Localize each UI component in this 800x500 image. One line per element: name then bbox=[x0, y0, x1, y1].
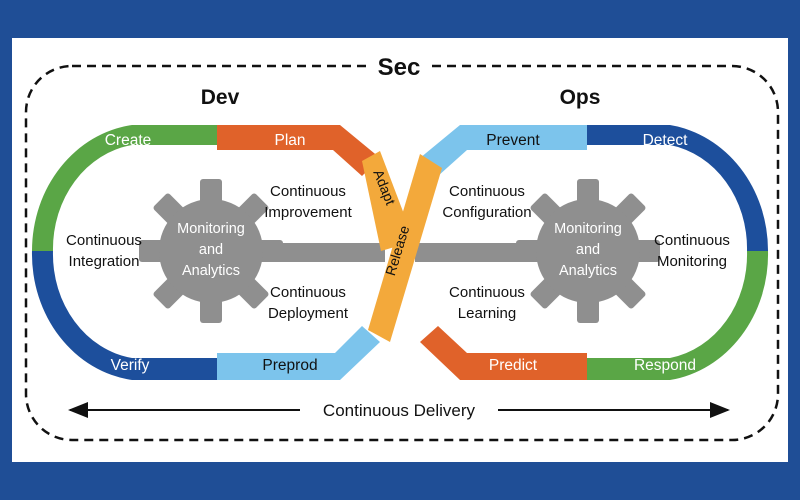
continuous-improvement-line1: Continuous bbox=[270, 183, 346, 200]
create-segment bbox=[31, 125, 218, 251]
continuous-deployment-line1: Continuous bbox=[270, 284, 346, 301]
right-gear-label-2: and bbox=[576, 242, 600, 258]
left-gear-label-1: Monitoring bbox=[177, 221, 245, 237]
left-gear-label-3: Analytics bbox=[182, 263, 240, 279]
plan-label: Plan bbox=[274, 132, 305, 149]
verify-segment bbox=[31, 251, 217, 380]
preprod-segment bbox=[217, 326, 380, 380]
continuous-configuration-line1: Continuous bbox=[449, 183, 525, 200]
adapt-band bbox=[362, 151, 407, 251]
continuous-improvement-line2: Improvement bbox=[264, 204, 352, 221]
continuous-configuration-line2: Configuration bbox=[442, 204, 531, 221]
dev-label: Dev bbox=[201, 86, 240, 109]
detect-segment bbox=[587, 125, 769, 251]
verify-label: Verify bbox=[111, 357, 150, 374]
release-band bbox=[368, 154, 442, 342]
right-gear-icon bbox=[516, 179, 660, 323]
prevent-segment bbox=[420, 125, 587, 176]
continuous-integration-line1: Continuous bbox=[66, 232, 142, 249]
create-label: Create bbox=[105, 132, 152, 149]
preprod-label: Preprod bbox=[262, 357, 317, 374]
continuous-deployment-line2: Deployment bbox=[268, 305, 349, 322]
right-gear-label-3: Analytics bbox=[559, 263, 617, 279]
prevent-label: Prevent bbox=[486, 132, 540, 149]
right-gear-label-1: Monitoring bbox=[554, 221, 622, 237]
sec-title-bg bbox=[370, 52, 428, 80]
sec-title: Sec bbox=[378, 54, 421, 81]
ops-label: Ops bbox=[560, 86, 601, 109]
predict-segment bbox=[420, 326, 587, 380]
detect-label: Detect bbox=[643, 132, 688, 149]
left-gear-label-2: and bbox=[199, 242, 223, 258]
respond-segment bbox=[587, 251, 769, 380]
continuous-monitoring-line1: Continuous bbox=[654, 232, 730, 249]
respond-label: Respond bbox=[634, 357, 696, 374]
continuous-learning-line2: Learning bbox=[458, 305, 516, 322]
continuous-learning-line1: Continuous bbox=[449, 284, 525, 301]
left-gear-icon bbox=[139, 179, 283, 323]
continuous-monitoring-line2: Monitoring bbox=[657, 253, 727, 270]
continuous-integration-line2: Integration bbox=[69, 253, 140, 270]
continuous-delivery-label: Continuous Delivery bbox=[323, 401, 476, 420]
plan-segment bbox=[217, 125, 380, 176]
left-connector-bar bbox=[250, 243, 385, 262]
predict-label: Predict bbox=[489, 357, 538, 374]
